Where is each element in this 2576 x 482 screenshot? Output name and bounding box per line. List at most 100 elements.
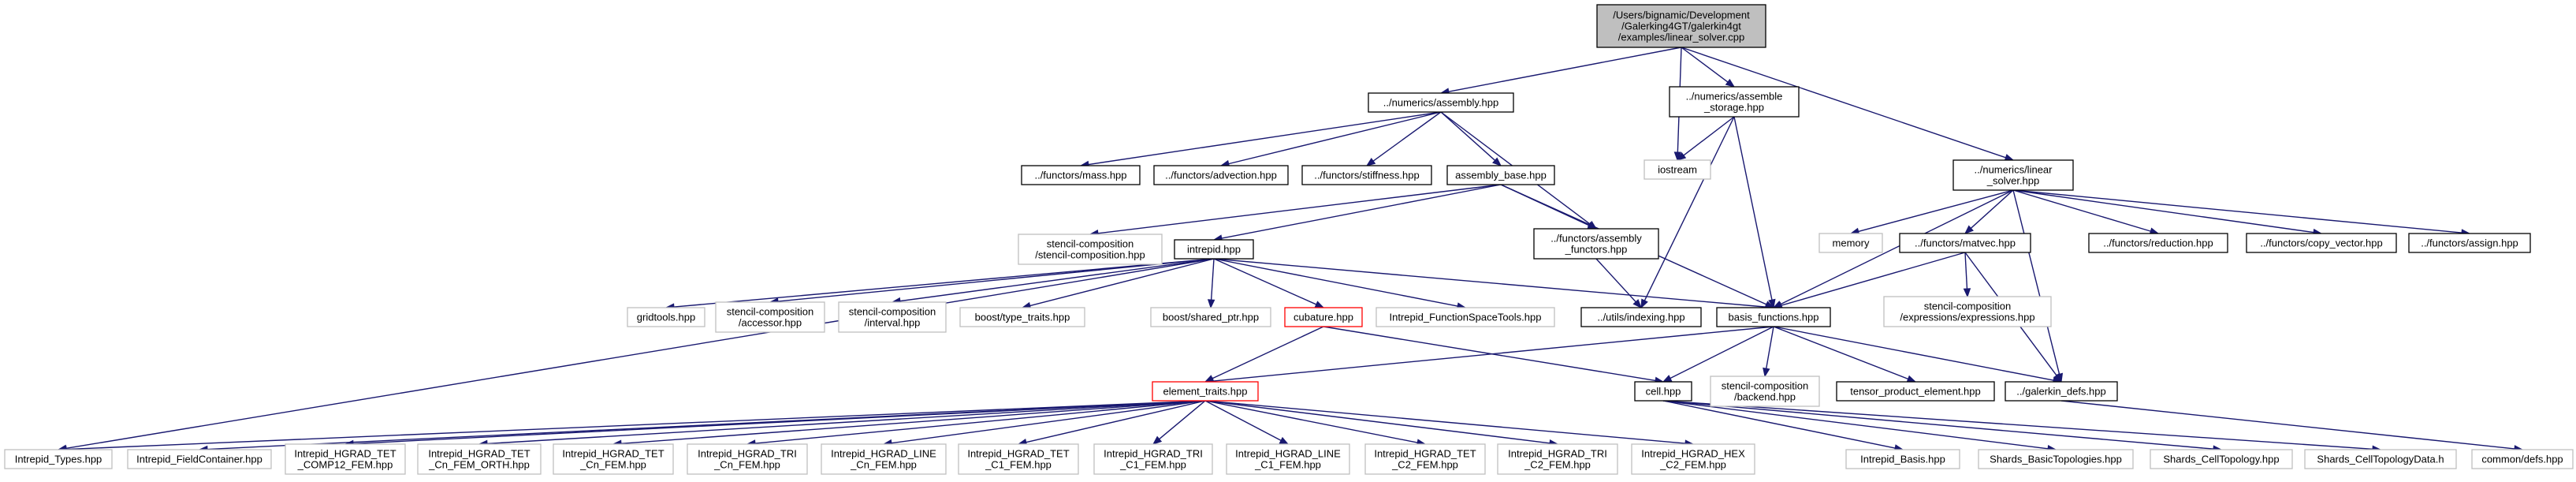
node-common-defs[interactable]: common/defs.hpp — [2471, 449, 2574, 469]
node-accessor[interactable]: stencil-composition/accessor.hpp — [715, 301, 825, 333]
node-galerkin-defs[interactable]: ../galerkin_defs.hpp — [2005, 381, 2118, 402]
node-box[interactable] — [1446, 165, 1555, 185]
node-intrepid[interactable]: intrepid.hpp — [1174, 239, 1254, 260]
node-tri-cn[interactable]: Intrepid_HGRAD_TRI_Cn_FEM.hpp — [687, 443, 808, 475]
node-box[interactable] — [2471, 449, 2574, 469]
node-assembly-base[interactable]: assembly_base.hpp — [1446, 165, 1555, 185]
node-box[interactable] — [1497, 443, 1618, 475]
node-box[interactable] — [1152, 381, 1259, 402]
node-line-cn[interactable]: Intrepid_HGRAD_LINE_Cn_FEM.hpp — [821, 443, 947, 475]
node-fst[interactable]: Intrepid_FunctionSpaceTools.hpp — [1375, 307, 1555, 327]
node-box[interactable] — [2088, 233, 2228, 253]
node-box[interactable] — [1596, 4, 1766, 48]
node-box[interactable] — [1226, 443, 1350, 475]
node-box[interactable] — [1818, 233, 1883, 253]
node-box[interactable] — [1301, 165, 1432, 185]
node-box[interactable] — [715, 301, 825, 333]
node-matvec[interactable]: ../functors/matvec.hpp — [1899, 233, 2031, 253]
node-box[interactable] — [2408, 233, 2531, 253]
node-linear-solver[interactable]: ../numerics/linear_solver.hpp — [1952, 159, 2074, 191]
node-box[interactable] — [1669, 86, 1800, 118]
node-tri-c2[interactable]: Intrepid_HGRAD_TRI_C2_FEM.hpp — [1497, 443, 1618, 475]
node-box[interactable] — [1716, 307, 1831, 327]
node-box[interactable] — [1093, 443, 1213, 475]
node-box[interactable] — [1368, 92, 1514, 113]
node-box[interactable] — [958, 443, 1079, 475]
node-box[interactable] — [1018, 234, 1163, 265]
node-box[interactable] — [838, 301, 947, 333]
node-box[interactable] — [1364, 443, 1486, 475]
node-tri-c1[interactable]: Intrepid_HGRAD_TRI_C1_FEM.hpp — [1093, 443, 1213, 475]
node-box[interactable] — [1150, 307, 1271, 327]
node-reduction[interactable]: ../functors/reduction.hpp — [2088, 233, 2228, 253]
node-assembly[interactable]: ../numerics/assembly.hpp — [1368, 92, 1514, 113]
node-interval[interactable]: stencil-composition/interval.hpp — [838, 301, 947, 333]
node-box[interactable] — [1153, 165, 1289, 185]
node-box[interactable] — [1952, 159, 2074, 191]
node-box[interactable] — [127, 449, 272, 469]
node-hex-c2[interactable]: Intrepid_HGRAD_HEX_C2_FEM.hpp — [1631, 443, 1755, 475]
node-box[interactable] — [687, 443, 808, 475]
node-box[interactable] — [627, 307, 705, 327]
node-fieldcontainer[interactable]: Intrepid_FieldContainer.hpp — [127, 449, 272, 469]
node-iostream[interactable]: iostream — [1644, 159, 1711, 180]
node-box[interactable] — [4, 449, 113, 469]
node-types[interactable]: Intrepid_Types.hpp — [4, 449, 113, 469]
node-box[interactable] — [1883, 296, 2052, 327]
node-functors-assembly[interactable]: ../functors/assembly_functors.hpp — [1533, 228, 1659, 260]
node-basis-functions[interactable]: basis_functions.hpp — [1716, 307, 1831, 327]
node-box[interactable] — [2005, 381, 2118, 402]
node-box[interactable] — [1533, 228, 1659, 260]
node-box[interactable] — [1174, 239, 1254, 260]
node-assemble-storage[interactable]: ../numerics/assemble_storage.hpp — [1669, 86, 1800, 118]
node-celltopology[interactable]: Shards_CellTopology.hpp — [2150, 449, 2293, 469]
node-box[interactable] — [1284, 307, 1363, 327]
node-box[interactable] — [1634, 381, 1692, 402]
node-box[interactable] — [417, 443, 542, 475]
node-basis[interactable]: Intrepid_Basis.hpp — [1845, 449, 1960, 469]
node-box[interactable] — [959, 307, 1085, 327]
node-box[interactable] — [1644, 159, 1711, 180]
node-tet-comp12[interactable]: Intrepid_HGRAD_TET_COMP12_FEM.hpp — [285, 443, 406, 475]
node-box[interactable] — [1978, 449, 2134, 469]
node-type-traits[interactable]: boost/type_traits.hpp — [959, 307, 1085, 327]
node-tet-cn-orth[interactable]: Intrepid_HGRAD_TET_Cn_FEM_ORTH.hpp — [417, 443, 542, 475]
node-stiffness[interactable]: ../functors/stiffness.hpp — [1301, 165, 1432, 185]
node-box[interactable] — [1375, 307, 1555, 327]
node-advection[interactable]: ../functors/advection.hpp — [1153, 165, 1289, 185]
node-box[interactable] — [1021, 165, 1141, 185]
node-cell[interactable]: cell.hpp — [1634, 381, 1692, 402]
node-box[interactable] — [1580, 307, 1702, 327]
node-shared-ptr[interactable]: boost/shared_ptr.hpp — [1150, 307, 1271, 327]
node-tensor-product[interactable]: tensor_product_element.hpp — [1836, 381, 1995, 402]
node-memory[interactable]: memory — [1818, 233, 1883, 253]
node-box[interactable] — [2246, 233, 2397, 253]
node-stencil-expr[interactable]: stencil-composition/expressions/expressi… — [1883, 296, 2052, 327]
node-backend[interactable]: stencil-composition/backend.hpp — [1710, 376, 1820, 407]
node-box[interactable] — [1899, 233, 2031, 253]
node-indexing[interactable]: ../utils/indexing.hpp — [1580, 307, 1702, 327]
node-mass[interactable]: ../functors/mass.hpp — [1021, 165, 1141, 185]
node-box[interactable] — [1845, 449, 1960, 469]
node-tet-c2[interactable]: Intrepid_HGRAD_TET_C2_FEM.hpp — [1364, 443, 1486, 475]
node-box[interactable] — [1836, 381, 1995, 402]
node-box[interactable] — [821, 443, 947, 475]
node-basic-topologies[interactable]: Shards_BasicTopologies.hpp — [1978, 449, 2134, 469]
node-copy-vector[interactable]: ../functors/copy_vector.hpp — [2246, 233, 2397, 253]
node-root[interactable]: /Users/bignamic/Development/Galerking4GT… — [1596, 4, 1766, 48]
node-cubature[interactable]: cubature.hpp — [1284, 307, 1363, 327]
node-box[interactable] — [1631, 443, 1755, 475]
node-line-c1[interactable]: Intrepid_HGRAD_LINE_C1_FEM.hpp — [1226, 443, 1350, 475]
node-assign[interactable]: ../functors/assign.hpp — [2408, 233, 2531, 253]
node-tet-cn[interactable]: Intrepid_HGRAD_TET_Cn_FEM.hpp — [553, 443, 674, 475]
node-box[interactable] — [553, 443, 674, 475]
node-box[interactable] — [2304, 449, 2457, 469]
node-box[interactable] — [1710, 376, 1820, 407]
node-tet-c1[interactable]: Intrepid_HGRAD_TET_C1_FEM.hpp — [958, 443, 1079, 475]
node-stencil-comp[interactable]: stencil-composition/stencil-composition.… — [1018, 234, 1163, 265]
node-element-traits[interactable]: element_traits.hpp — [1152, 381, 1259, 402]
node-box[interactable] — [2150, 449, 2293, 469]
node-celltopologydata[interactable]: Shards_CellTopologyData.h — [2304, 449, 2457, 469]
node-box[interactable] — [285, 443, 406, 475]
node-gridtools[interactable]: gridtools.hpp — [627, 307, 705, 327]
